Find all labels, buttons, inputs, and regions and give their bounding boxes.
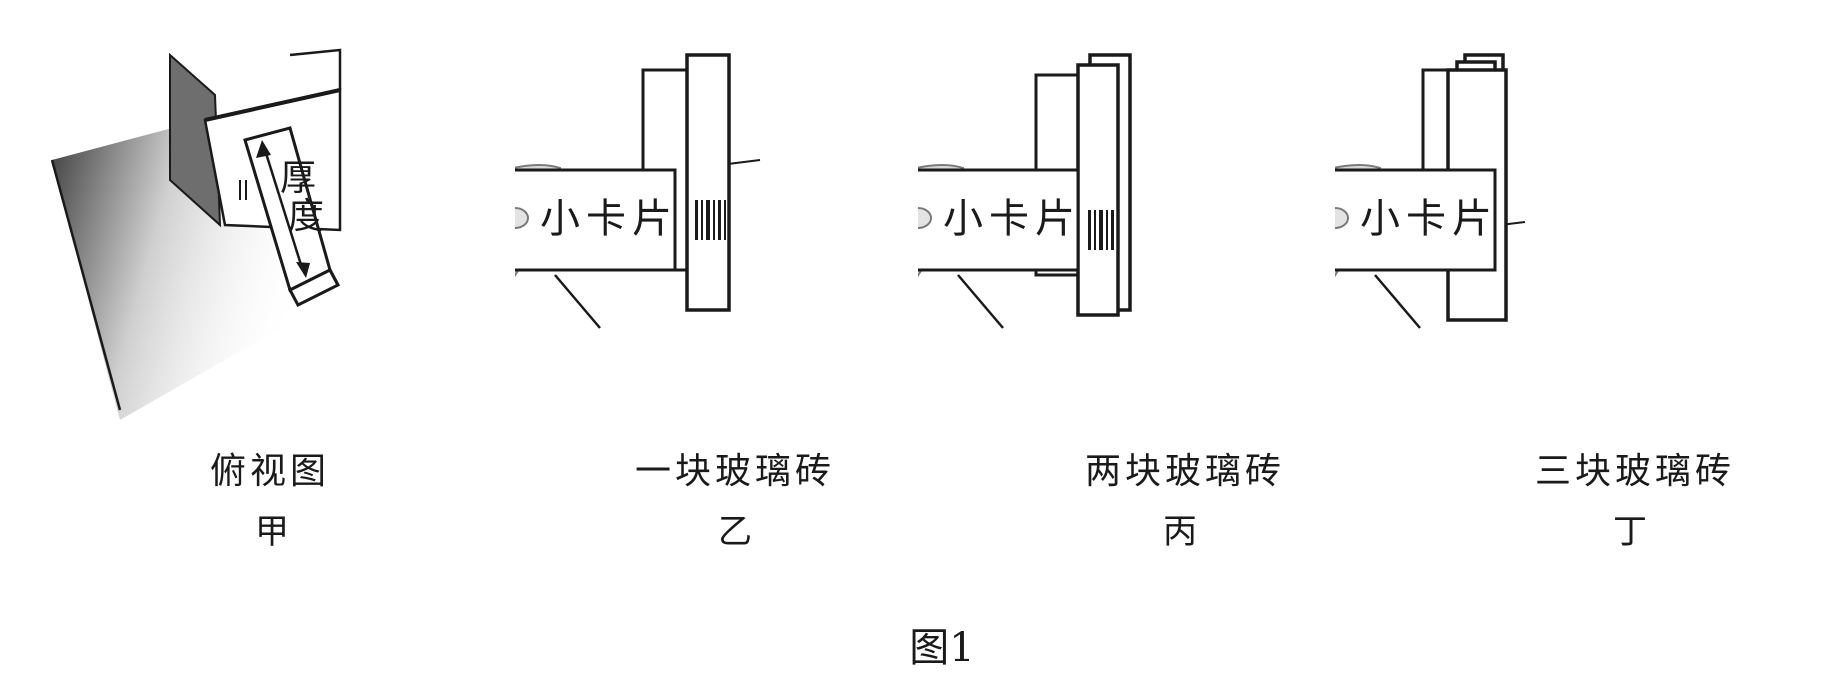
barcode	[1088, 210, 1114, 250]
one-brick-illustration: 小卡片	[515, 53, 761, 329]
glass-brick-1	[1076, 63, 1120, 317]
caption-three-bricks: 三块玻璃砖	[1534, 451, 1735, 492]
sublabel-bing: 丙	[1163, 512, 1197, 552]
two-bricks-illustration: 小卡片	[918, 53, 1132, 329]
thickness-arrow	[263, 149, 304, 269]
wall-shade	[169, 52, 222, 228]
small-card	[515, 168, 677, 272]
panel-two-bricks: 小卡片	[918, 0, 1378, 560]
sublabel-yi: 乙	[718, 512, 752, 552]
top-view-illustration: 厚 度	[50, 48, 342, 420]
glass-brick-1	[685, 53, 731, 312]
panel-three-bricks: 小卡片	[1335, 0, 1795, 560]
small-card	[918, 168, 1080, 272]
small-card	[1335, 168, 1497, 272]
card-label: 小卡片	[943, 196, 1081, 242]
thickness-label-2: 度	[288, 196, 324, 237]
caption-top-view: 俯视图	[209, 451, 330, 492]
caption-one-brick: 一块玻璃砖	[634, 451, 835, 492]
card-label: 小卡片	[540, 196, 678, 242]
panel-top-view: 厚 度	[40, 0, 500, 560]
three-bricks-illustration: 小卡片	[1335, 53, 1526, 329]
figure-label: 图1	[909, 625, 975, 671]
caption-two-bricks: 两块玻璃砖	[1084, 451, 1285, 492]
barcode	[695, 200, 726, 240]
table-edge	[50, 159, 122, 411]
thickness-label-1: 厚	[280, 158, 316, 199]
sublabel-ding: 丁	[1613, 512, 1647, 552]
sublabel-jia: 甲	[255, 512, 289, 552]
panel-one-brick: 小卡片	[515, 0, 975, 560]
card-label: 小卡片	[1360, 196, 1498, 242]
